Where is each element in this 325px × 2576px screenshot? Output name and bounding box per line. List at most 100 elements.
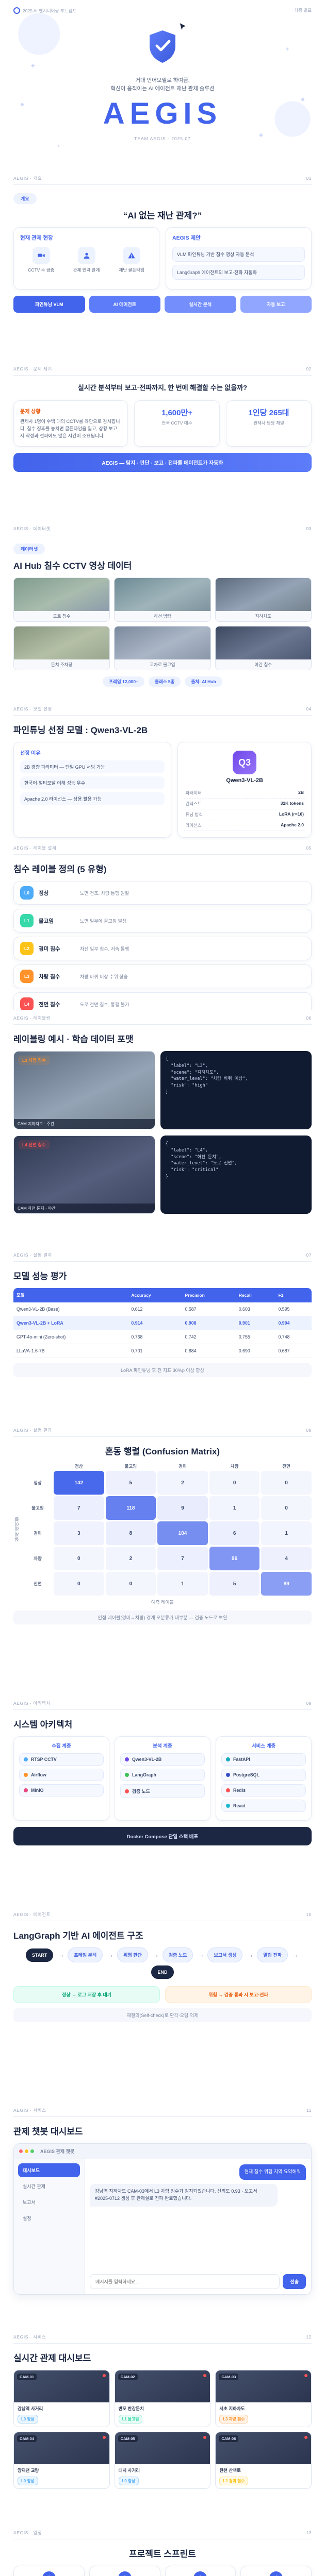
chat-panel: 현재 침수 위험 지역 요약해줘 강남역 지하차도 CAM-03에서 L3 차량… xyxy=(85,2159,311,2294)
spec-value: 2B xyxy=(298,790,304,795)
example-photo: L4 전면 침수 CAM 하천 둔치 · 야간 xyxy=(13,1136,155,1214)
sidebar-item-settings[interactable]: 설정 xyxy=(23,2216,31,2221)
matrix-cell: 6 xyxy=(209,1521,260,1545)
matrix-x-axis-title: 예측 레이블 xyxy=(151,1600,174,1605)
tech-item: Redis xyxy=(221,1784,306,1797)
reason-item: 한국어·멀티모달 이해 성능 우수 xyxy=(20,776,165,789)
window-title: AEGIS 관제 챗봇 xyxy=(40,2149,75,2154)
sidebar-item-reports[interactable]: 보고서 xyxy=(23,2200,36,2205)
cctv-icon xyxy=(32,247,50,264)
table-cell: 0.748 xyxy=(275,1330,312,1344)
matrix-cell: 3 xyxy=(54,1521,104,1545)
matrix-cell: 9 xyxy=(157,1496,208,1520)
slide-labels: AEGIS · 레이블 설계 05 침수 레이블 정의 (5 유형) L0 정상… xyxy=(0,840,325,1010)
matrix-cell: 5 xyxy=(209,1572,260,1596)
slide-title: 실시간 분석부터 보고·전파까지, 한 번에 해결할 수는 없을까? xyxy=(77,384,248,392)
tech-label: LangGraph xyxy=(132,1772,156,1777)
matrix-cell: 0 xyxy=(105,1572,156,1596)
tech-item: PostgreSQL xyxy=(221,1769,306,1781)
camera-id: CAM-05 xyxy=(118,2435,138,2442)
matrix-col-label: 정상 xyxy=(74,1464,83,1469)
status-badge: L0 정상 xyxy=(18,2477,38,2485)
matrix-cell: 0 xyxy=(209,1471,260,1495)
cctv-photo xyxy=(215,626,311,659)
matrix-cell: 89 xyxy=(261,1572,312,1596)
cctv-photo xyxy=(215,578,311,611)
stat-value: 1,600만+ xyxy=(161,408,193,417)
branch-normal: 정상 → 로그 저장 후 대기 xyxy=(13,1986,160,2003)
keyword-chip: 실시간 분석 xyxy=(165,296,236,313)
slide-title: 프로젝트 스프린트 xyxy=(129,2549,196,2559)
label-chip: L4 전면 침수 xyxy=(18,1140,50,1149)
sidebar-item-dashboard[interactable]: 대시보드 xyxy=(18,2163,80,2177)
close-icon[interactable] xyxy=(19,2149,23,2153)
matrix-cell: 4 xyxy=(261,1547,312,1570)
solution-card: AEGIS 제안 VLM 파인튜닝 기반 침수 영상 자동 분석 LangGra… xyxy=(166,227,312,290)
tech-label: Redis xyxy=(233,1788,246,1793)
arch-group-title: 분석 계층 xyxy=(153,1743,172,1749)
status-badge: L1 물고임 xyxy=(118,2415,143,2424)
matrix-row-label: 전면 xyxy=(34,1581,42,1586)
matrix-cell: 96 xyxy=(209,1547,260,1570)
matrix-col-label: 차량 xyxy=(230,1464,239,1469)
maximize-icon[interactable] xyxy=(30,2149,34,2153)
tech-label: Airflow xyxy=(31,1772,46,1777)
camera-tile[interactable]: CAM-04 양재천 교량 L0 정상 xyxy=(13,2432,110,2489)
label-description: 노면 건조, 차량 통행 원활 xyxy=(80,890,129,896)
rec-icon xyxy=(102,2374,106,2377)
label-row: L2 경미 침수 차선 일부 침수, 저속 통행 xyxy=(13,937,312,960)
arrow-right-icon xyxy=(151,1951,159,1960)
matrix-note: 인접 레이블(경미↔차량) 경계 오분류가 대부분 — 검증 노드로 보완 xyxy=(13,1611,312,1624)
graph-node: 프레임 분석 xyxy=(68,1947,103,1962)
tech-item: LangGraph xyxy=(120,1769,205,1781)
section-pill: 개요 xyxy=(13,193,37,204)
problem-item: 관제 인력 한계 xyxy=(66,247,108,273)
window-controls[interactable] xyxy=(19,2149,34,2153)
label-code-badge: L0 xyxy=(20,886,34,900)
graph-node-start: START xyxy=(25,1948,54,1962)
chat-input[interactable] xyxy=(90,2274,280,2289)
slide-title: 관제 챗봇 대시보드 xyxy=(13,2127,83,2137)
tech-item: MinIO xyxy=(19,1784,104,1797)
sidebar-item-live[interactable]: 실시간 관제 xyxy=(23,2184,45,2189)
slide-page-number: 11 xyxy=(306,2108,312,2113)
minimize-icon[interactable] xyxy=(25,2149,28,2153)
table-cell: 0.904 xyxy=(275,1316,312,1330)
table-cell: 0.684 xyxy=(182,1344,236,1358)
tech-label: React xyxy=(233,1803,246,1808)
fastapi-icon xyxy=(226,1757,230,1761)
slide-head-left: AEGIS · 서비스 xyxy=(13,2334,46,2340)
sprint-number: 1 xyxy=(42,2571,56,2576)
arch-group-service: 서비스 계층 FastAPI PostgreSQL Redis React xyxy=(216,1736,312,1821)
sprint-card: 1 Sprint 1 1주차 주제 선정·요구사항 AI Hub 데이터 수집 … xyxy=(13,2566,85,2576)
dataset-image: 야간 침수 xyxy=(215,626,312,670)
send-button[interactable]: 전송 xyxy=(283,2274,306,2289)
table-cell: 0.595 xyxy=(275,1302,312,1316)
spec-key: 파라미터 xyxy=(185,790,202,795)
team-caption: TEAM AEGIS · 2025.07 xyxy=(134,135,191,141)
table-cell: 0.690 xyxy=(235,1344,275,1358)
spec-value: 32K tokens xyxy=(280,801,304,806)
rec-icon xyxy=(203,2436,207,2439)
slide-page-number: 02 xyxy=(306,366,312,371)
reason-item: Apache 2.0 라이선스 — 상용 활용 가능 xyxy=(20,792,165,805)
decoration-plus xyxy=(259,131,263,139)
label-name: 전면 침수 xyxy=(39,1001,60,1008)
slide-chat-dashboard: AEGIS · 서비스 11 관제 챗봇 대시보드 AEGIS 관제 챗봇 대시… xyxy=(0,2102,325,2329)
camera-id: CAM-03 xyxy=(219,2374,239,2380)
camera-id: CAM-02 xyxy=(118,2374,138,2380)
solution-banner: AEGIS — 탐지 · 판단 · 보고 · 전파를 에이전트가 자동화 xyxy=(13,452,312,472)
matrix-row-label: 정상 xyxy=(34,1480,42,1485)
camera-id: CAM-04 xyxy=(17,2435,37,2442)
camera-name: 양재천 교량 xyxy=(18,2468,39,2473)
matrix-cell: 2 xyxy=(105,1547,156,1570)
dataset-tag: 클래스 5종 xyxy=(149,676,181,687)
